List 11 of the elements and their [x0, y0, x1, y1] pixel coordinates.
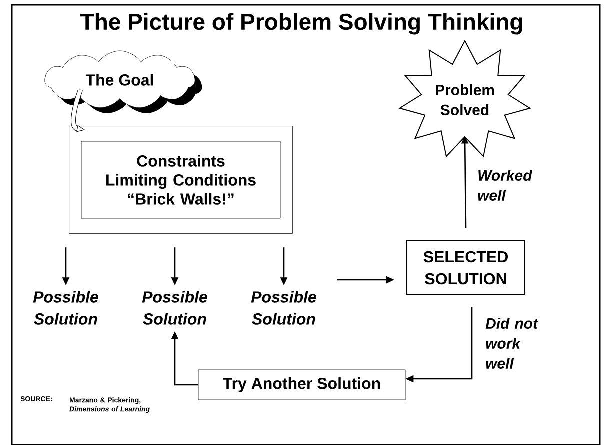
- solution-box: SELECTED SOLUTION: [406, 240, 526, 296]
- constraints-box: Constraints Limiting Conditions “Brick Walls!”: [81, 141, 281, 219]
- solution-text: Possible Solution: [251, 291, 316, 325]
- process-box: Try Another Solution: [198, 370, 406, 400]
- outer-box: [69, 126, 293, 234]
- solution-text: Possible Solution: [142, 291, 208, 325]
- edge-label: Did not work well: [486, 318, 539, 369]
- edge-label: Worked well: [478, 170, 533, 201]
- solution-text: Possible Solution: [33, 291, 98, 325]
- title: The Picture of Problem Solving Thinking: [80, 13, 522, 35]
- arrow: [71, 89, 85, 132]
